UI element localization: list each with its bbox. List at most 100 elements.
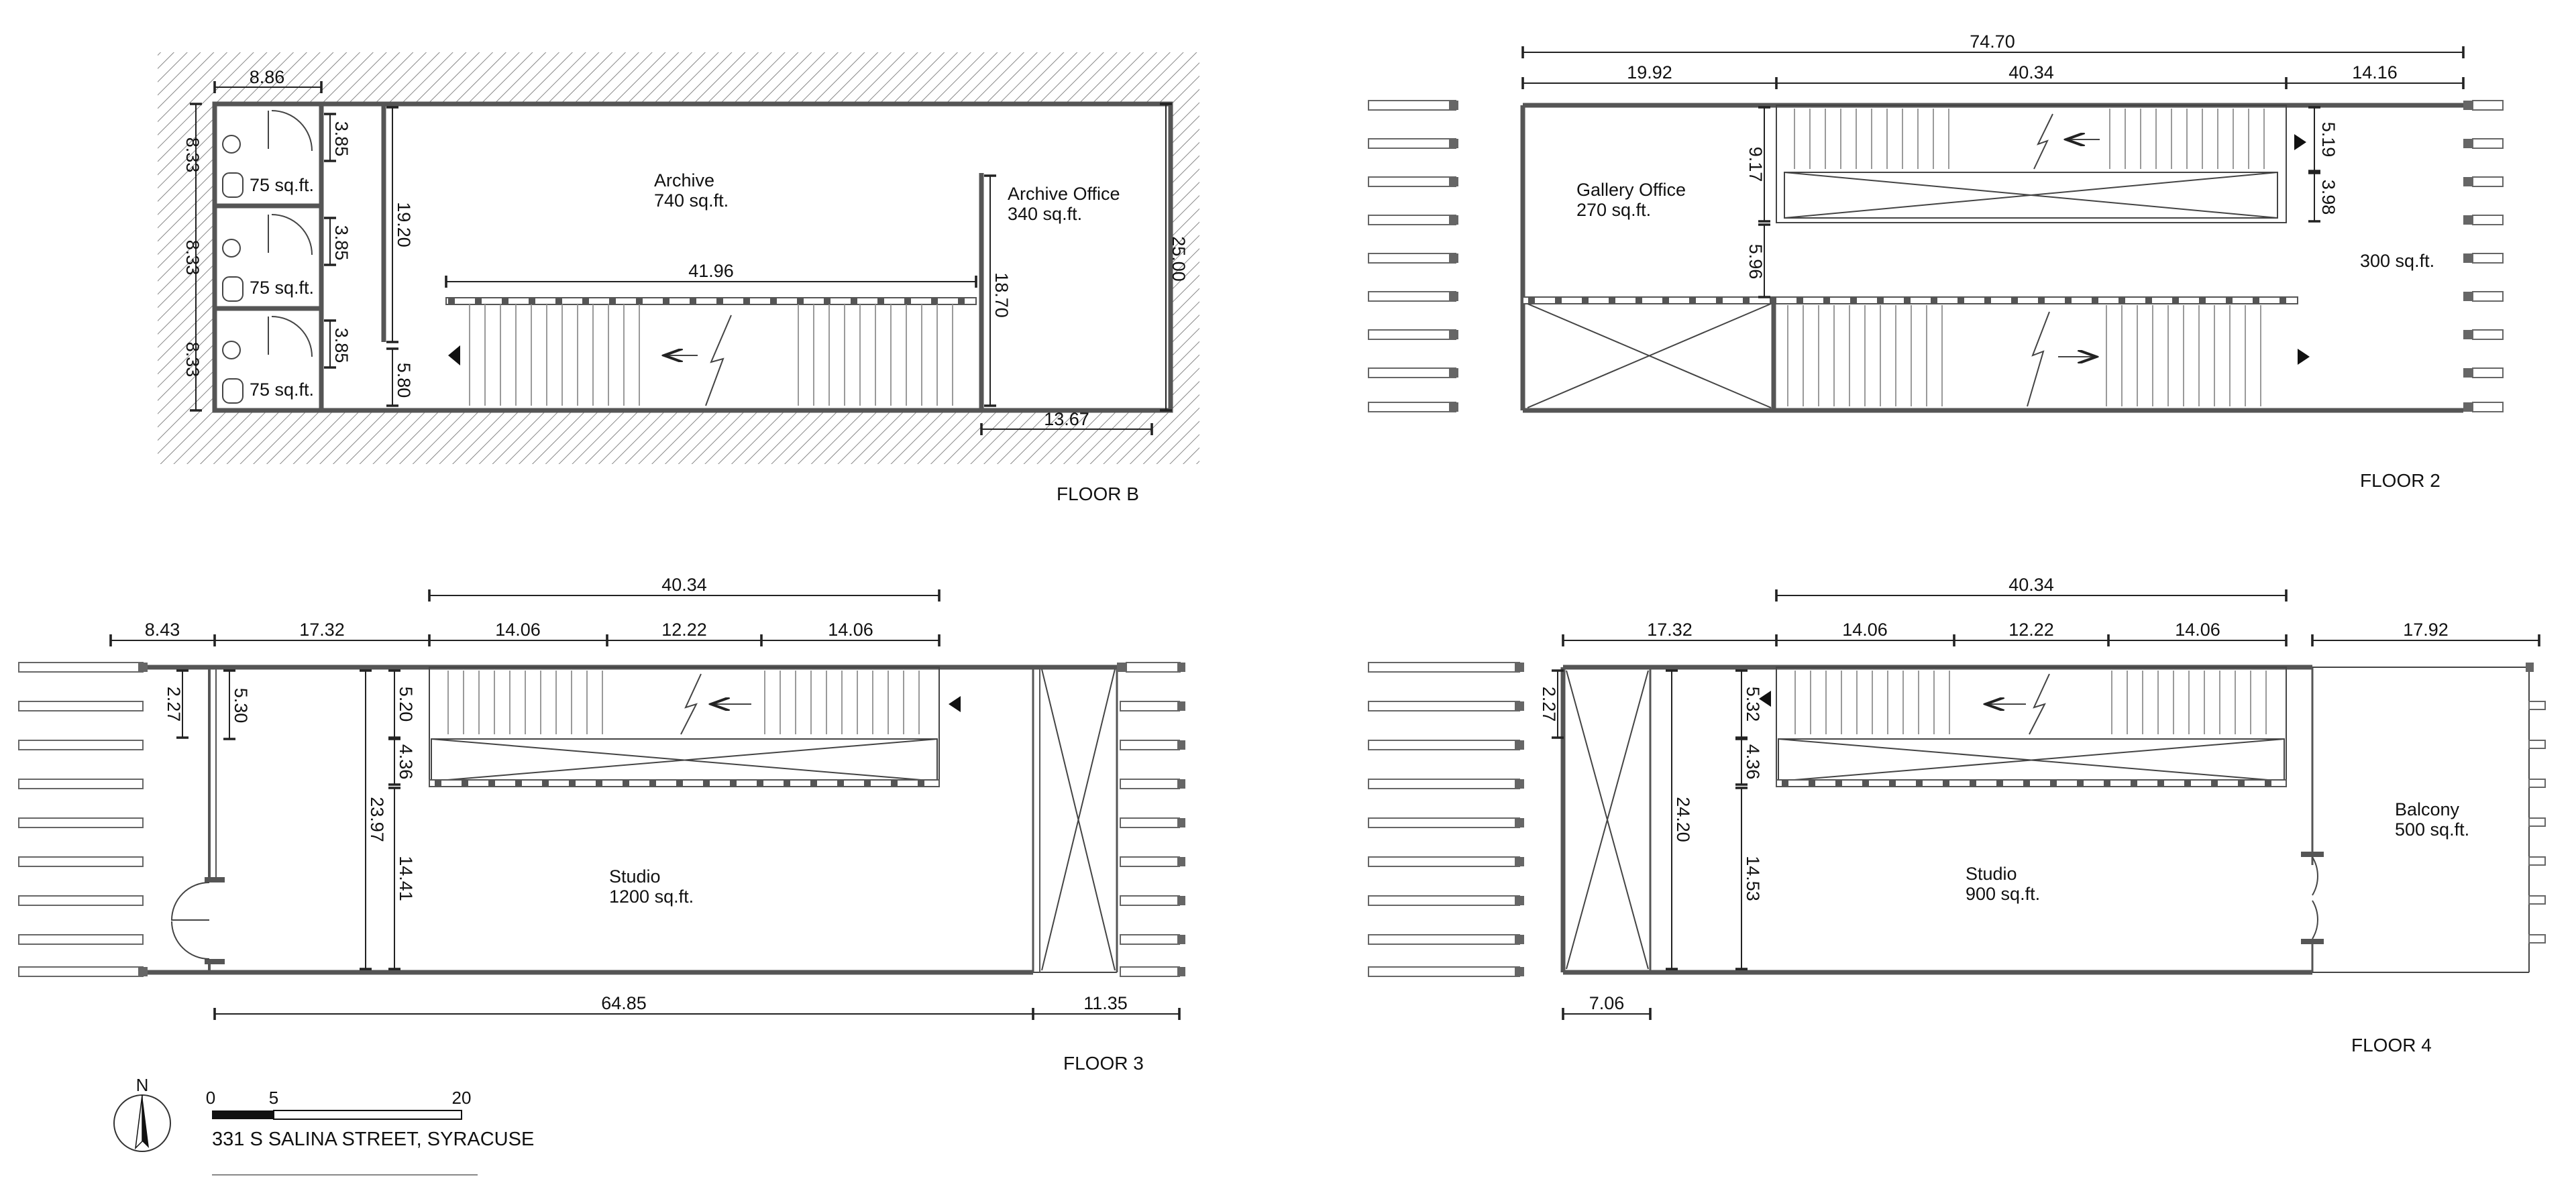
floor-3-entry-wall — [170, 667, 225, 972]
floor-b-earth-hatch — [158, 52, 1199, 464]
floor-3-dim-v5: 23.97 — [367, 797, 387, 842]
floor-b-dim-partition: 19.20 — [394, 202, 414, 247]
floor-3-dim-v4: 4.36 — [396, 744, 416, 780]
floor-b-outer-wall — [212, 101, 1173, 413]
floor-b-dimensions: 8.86 8.33 8.33 8.33 3.85 3.85 3.85 19.20… — [182, 67, 1189, 435]
floor-2-dim-v1: 9.17 — [1746, 147, 1766, 182]
floor-4-dimensions: 40.34 17.32 14.06 12.22 14.06 17.92 2.27… — [1539, 575, 2540, 1020]
floor-3-dimensions: 40.34 8.43 17.32 14.06 12.22 14.06 2.27 … — [109, 575, 1181, 1020]
floor-2-gallery-area: 270 sq.ft. — [1576, 200, 1651, 220]
floor-4-balcony-edge — [2301, 663, 2546, 973]
floor-b-dim-partition-low: 5.80 — [394, 363, 414, 398]
floor-3-shaft — [1032, 667, 1118, 972]
legend: N 0 5 20 331 S SALINA STREET, SYRACUSE — [113, 1075, 534, 1176]
floor-4-stair — [1759, 667, 2287, 787]
floor-4-shaft — [1566, 667, 1652, 972]
floor-3-dim-stair-total: 40.34 — [661, 575, 707, 595]
floor-4-dim-v4: 24.20 — [1673, 797, 1693, 842]
floor-2-upper-stair — [1776, 105, 2306, 223]
floor-b-dim-bottom: 13.67 — [1044, 409, 1089, 429]
floor-4-dim-v2: 5.32 — [1743, 687, 1763, 722]
floor-b-dim-wc3: 3.85 — [331, 328, 352, 363]
floor-2-dim-seg3: 14.16 — [2352, 62, 2398, 82]
floor-b-archive-area: 740 sq.ft. — [654, 190, 729, 211]
floor-3-dim-v1: 2.27 — [164, 687, 184, 722]
floor-3-dim-v6: 14.41 — [396, 856, 416, 901]
floor-4-dim-bottom: 7.06 — [1589, 993, 1625, 1013]
floor-3-dim-seg1: 8.43 — [145, 620, 180, 640]
floor-b-archive-name: Archive — [654, 170, 714, 190]
floor-3-east-mullions — [1117, 662, 1185, 977]
north-label: N — [136, 1075, 149, 1095]
floor-b-dim-wc2: 3.85 — [331, 225, 352, 261]
floor-2-dim-seg1: 19.92 — [1627, 62, 1672, 82]
scale-bar: 0 5 20 — [206, 1088, 472, 1120]
floor-4-dim-v3: 4.36 — [1743, 744, 1763, 780]
floor-2-dimensions: 74.70 19.92 40.34 14.16 9.17 5.96 5.19 3… — [1521, 32, 2465, 298]
floor-b-dim-right: 25.00 — [1169, 236, 1189, 282]
floor-2-east-mullions — [2463, 100, 2504, 412]
floor-b-dim-left1: 8.33 — [182, 137, 203, 173]
floor-4-dim-seg1: 17.32 — [1647, 620, 1693, 640]
floor-3-studio-name: Studio — [609, 866, 661, 887]
floor-b-dim-office-h: 18.70 — [991, 272, 1012, 318]
floor-2-dim-seg2: 40.34 — [2008, 62, 2054, 82]
north-arrow: N — [113, 1075, 171, 1152]
floor-b-wc3-area: 75 sq.ft. — [250, 380, 314, 400]
scale-twenty: 20 — [452, 1088, 472, 1108]
floor-2-lower-stair — [1522, 296, 2310, 410]
floor-2-east-area: 300 sq.ft. — [2360, 251, 2434, 271]
floor-4-studio-name: Studio — [1966, 864, 2017, 884]
floor-4-plan: Studio 900 sq.ft. Balcony 500 sq.ft. 40.… — [1368, 575, 2546, 1055]
floor-4-dim-balcony: 17.92 — [2403, 620, 2449, 640]
floor-3-dim-bottom1: 64.85 — [601, 993, 647, 1013]
floor-b-dim-wc1: 3.85 — [331, 121, 352, 157]
floor-3-dim-seg2: 17.32 — [299, 620, 345, 640]
scale-five: 5 — [269, 1088, 278, 1108]
floor-b-dim-left3: 8.33 — [182, 342, 203, 378]
floor-4-dim-s1: 14.06 — [1842, 620, 1888, 640]
floor-3-studio-area: 1200 sq.ft. — [609, 887, 694, 907]
floor-4-balcony-area: 500 sq.ft. — [2395, 819, 2469, 840]
floor-2-plan: Gallery Office 270 sq.ft. 300 sq.ft. 74.… — [1368, 32, 2504, 491]
scale-zero: 0 — [206, 1088, 215, 1108]
floor-b-plan: 75 sq.ft. 75 sq.ft. 75 sq.ft. Archive 74… — [158, 52, 1199, 504]
floor-3-dim-v2: 5.30 — [231, 688, 251, 724]
floor-2-title: FLOOR 2 — [2360, 470, 2440, 491]
floor-4-dim-s2: 12.22 — [2008, 620, 2054, 640]
floor-4-title: FLOOR 4 — [2351, 1035, 2432, 1055]
floor-2-dim-v4: 3.98 — [2318, 180, 2339, 215]
floor-2-gallery-name: Gallery Office — [1576, 180, 1686, 200]
floor-2-west-mullions — [1368, 100, 1458, 412]
floor-4-dim-v1: 2.27 — [1539, 687, 1559, 722]
floor-3-dim-s2: 12.22 — [661, 620, 707, 640]
floor-b-dim-stair: 41.96 — [688, 261, 734, 281]
floor-b-stair — [445, 297, 977, 406]
floor-b-dim-left2: 8.33 — [182, 240, 203, 276]
floor-4-studio-area: 900 sq.ft. — [1966, 884, 2040, 904]
floor-3-title: FLOOR 3 — [1063, 1053, 1144, 1074]
floor-4-dim-stair-total: 40.34 — [2008, 575, 2054, 595]
floor-4-dim-s3: 14.06 — [2175, 620, 2220, 640]
floor-b-wc1-area: 75 sq.ft. — [250, 175, 314, 195]
floor-2-dim-v3: 5.19 — [2318, 122, 2339, 158]
floor-3-plan: Studio 1200 sq.ft. 40.34 8.43 17.32 14.0… — [18, 575, 1185, 1074]
floor-4-west-mullions — [1368, 662, 1524, 977]
floor-3-stair — [429, 667, 961, 787]
floor-b-restrooms: 75 sq.ft. 75 sq.ft. 75 sq.ft. — [215, 104, 324, 410]
floor-3-dim-bottom2: 11.35 — [1083, 993, 1128, 1013]
floor-2-dim-overall: 74.70 — [1970, 32, 2015, 52]
floor-3-dim-v3: 5.20 — [396, 687, 416, 722]
floor-b-dim-top: 8.86 — [250, 67, 285, 87]
floor-2-dim-v2: 5.96 — [1746, 244, 1766, 280]
floor-3-dim-s3: 14.06 — [828, 620, 873, 640]
site-address: 331 S SALINA STREET, SYRACUSE — [212, 1129, 534, 1150]
floor-3-dim-s1: 14.06 — [495, 620, 541, 640]
floor-b-wc2-area: 75 sq.ft. — [250, 278, 314, 298]
floor-b-office-name: Archive Office — [1008, 184, 1120, 204]
floor-b-office-area: 340 sq.ft. — [1008, 204, 1082, 224]
floor-3-west-mullions — [18, 662, 148, 977]
floor-b-title: FLOOR B — [1057, 483, 1139, 504]
floor-4-dim-v5: 14.53 — [1743, 856, 1763, 901]
